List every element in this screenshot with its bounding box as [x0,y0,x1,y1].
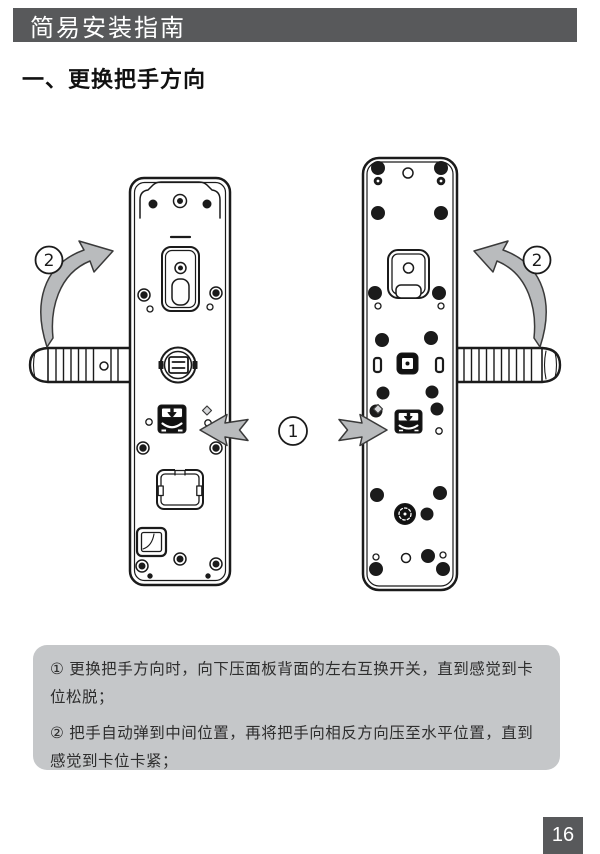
step2-left-number: 2 [44,251,55,271]
front-handle-screw-hole [99,361,109,371]
back-spindle-hub [396,352,419,375]
page-number: 16 [551,824,575,846]
step1-label: 1 [278,416,308,446]
instruction-step-2: ② 把手自动弹到中间位置，再将把手向相反方向压至水平位置，直到感觉到卡位卡紧； [50,725,534,770]
page-header-title: 简易安装指南 [30,14,186,42]
front-battery-compartment [156,468,204,510]
step1-switch-arrow-left [199,405,249,447]
instruction-note-box: ① 更换把手方向时，向下压面板背面的左右互换开关，直到感觉到卡位松脱； ② 把手… [33,645,560,770]
back-panel-handle [455,346,562,384]
page-number-badge: 16 [543,817,583,854]
back-handle-grip-ridges [463,348,533,382]
front-cylinder-core [158,346,198,384]
back-panel-drawing [361,156,459,592]
step2-label-right: 2 [522,245,552,275]
step2-label-left: 2 [34,245,64,275]
instruction-step-1: ① 更换把手方向时，向下压面板背面的左右互换开关，直到感觉到卡位松脱； [50,661,534,706]
section-title: 一、更换把手方向 [22,67,207,92]
back-side-slot-right [434,356,445,374]
back-side-slot-left [372,356,383,374]
back-privacy-knob [394,503,416,525]
front-cable-port [135,526,168,558]
front-module-mount [161,246,200,312]
front-top-plate [139,181,221,219]
step1-number: 1 [288,422,299,442]
front-panel-handle [28,346,135,384]
front-panel-drawing [128,176,232,587]
page-header-bar: 简易安装指南 [13,8,577,42]
lock-installation-diagram: 2 2 1 [28,156,562,592]
front-handle-grip-ridges [55,348,119,382]
step2-right-number: 2 [532,251,543,271]
back-direction-switch [394,409,423,434]
back-module-mount [387,249,430,299]
front-top-screw [172,193,188,209]
step1-switch-arrow-right [338,403,388,447]
front-direction-switch [157,404,187,434]
